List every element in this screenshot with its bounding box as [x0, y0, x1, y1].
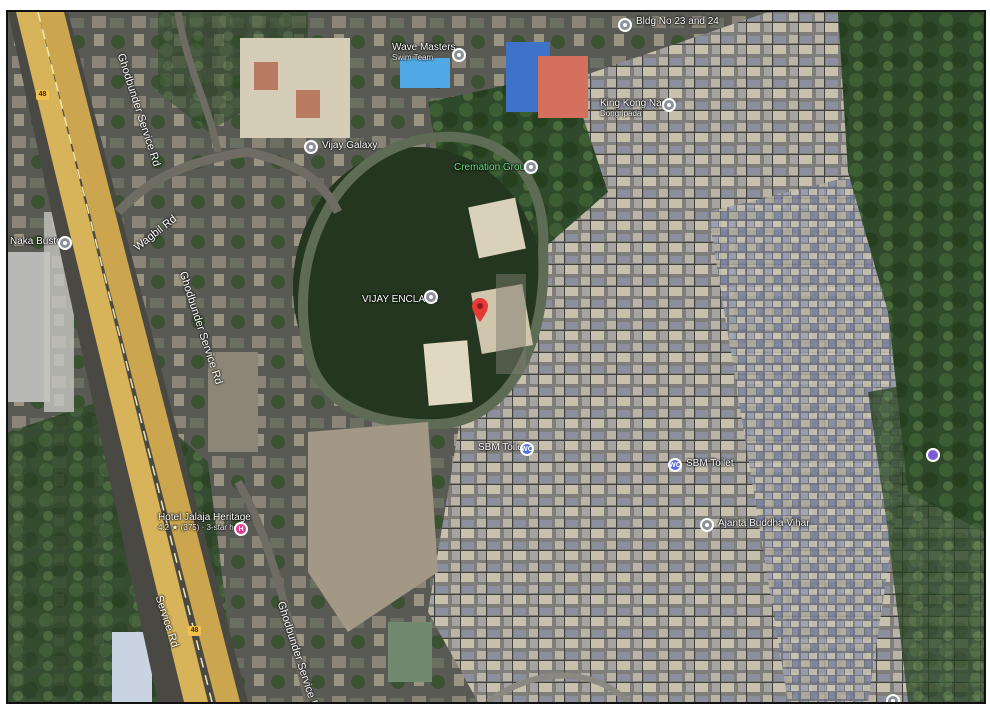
satellite-imagery — [8, 12, 984, 702]
place-label: Hotel Jalaja Heritage — [158, 512, 251, 523]
location-pin-icon[interactable] — [700, 518, 714, 532]
place-label: Ajanta Buddha Vihar — [718, 518, 810, 529]
location-pin-icon[interactable] — [304, 140, 318, 154]
place-hotel-jalaja-heritage[interactable]: Hotel Jalaja Heritage 4.2 ★ (375) · 3-st… — [158, 512, 251, 532]
place-label: Cremation Ground — [454, 162, 537, 173]
place-label: SBM Toilet — [478, 442, 526, 453]
route-shield-icon: 48 — [188, 626, 201, 636]
location-pin-icon[interactable] — [886, 694, 900, 702]
location-pin-icon[interactable] — [662, 98, 676, 112]
place-label: King Kong Nagar — [600, 98, 677, 109]
place-cremation-ground[interactable]: Cremation Ground — [454, 162, 536, 173]
toilet-icon[interactable]: WC — [520, 442, 534, 456]
place-label: VIJAY ENCLAVE — [362, 294, 438, 305]
hotel-icon[interactable]: H — [234, 522, 248, 536]
place-bldg-23-24[interactable]: Bldg No 23 and 24 — [636, 16, 719, 27]
place-sublabel: Dongripada — [600, 109, 642, 118]
place-wave-masters[interactable]: Wave Masters Swim Team — [392, 42, 456, 62]
place-of-worship-icon[interactable] — [926, 448, 940, 462]
place-ajanta-buddha-vihar[interactable]: Ajanta Buddha Vihar — [718, 518, 810, 529]
place-label: Naka Bustop — [10, 236, 68, 247]
place-sublabel: Swim Team — [392, 53, 434, 62]
cemetery-icon[interactable] — [524, 160, 538, 174]
place-label: SBM Toilet — [686, 458, 734, 469]
satellite-map[interactable]: Ghodbunder Service Rd Wagbil Rd Ghodbund… — [6, 10, 986, 704]
toilet-icon[interactable]: WC — [668, 458, 682, 472]
location-pin-icon[interactable] — [58, 236, 72, 250]
place-sublabel: 4.2 ★ (375) · 3-star hotel — [158, 523, 247, 532]
place-vijay-enclave[interactable]: VIJAY ENCLAVE — [362, 294, 438, 305]
location-pin-icon[interactable] — [424, 290, 438, 304]
place-naka-bustop[interactable]: Naka Bustop — [10, 236, 67, 247]
location-pin-icon[interactable] — [618, 18, 632, 32]
route-shield-icon: 48 — [36, 90, 49, 100]
place-king-kong-nagar[interactable]: King Kong Nagar Dongripada — [600, 98, 676, 118]
place-label: Wave Masters — [392, 42, 456, 53]
place-sbm-toilet-1[interactable]: SBM Toilet — [478, 442, 526, 453]
location-pin-icon[interactable] — [452, 48, 466, 62]
place-label: Vijay Galaxy — [322, 140, 378, 151]
place-sbm-toilet-2[interactable]: SBM Toilet — [686, 458, 734, 469]
red-location-marker-icon[interactable] — [472, 298, 488, 322]
place-label: Bldg No 23 and 24 — [636, 16, 719, 27]
place-vijay-galaxy[interactable]: Vijay Galaxy — [322, 140, 377, 151]
